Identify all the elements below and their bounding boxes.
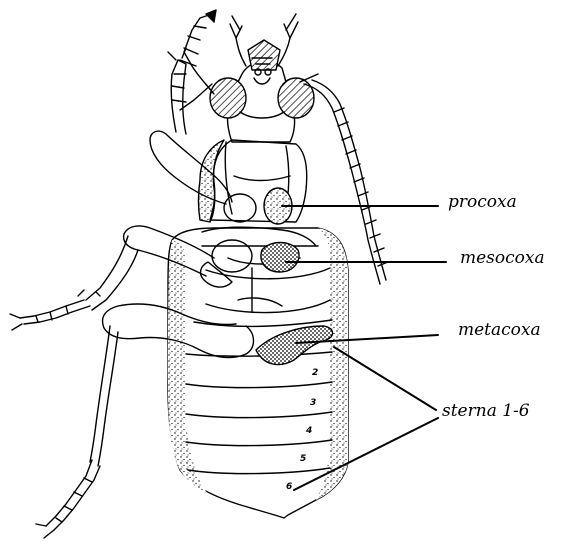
metacoxa-right: [256, 326, 333, 365]
left-front-leg: [150, 48, 232, 204]
mesocoxa-right: [261, 243, 299, 273]
sternite-number-3: 3: [310, 399, 316, 408]
sterna-leader-lower: [294, 418, 438, 490]
sterna-label: sterna 1-6: [442, 403, 530, 420]
metacoxa-label: metacoxa: [458, 322, 541, 339]
sterna-leader-upper: [334, 347, 436, 410]
sternite-number-5: 5: [300, 455, 306, 464]
sternite-number-4: 4: [306, 427, 312, 436]
procoxa-label: procoxa: [448, 194, 517, 211]
mesocoxa-label: mesocoxa: [460, 250, 545, 267]
procoxa-left: [224, 194, 256, 222]
mesocoxa-left: [212, 240, 252, 272]
left-hind-leg: [36, 304, 254, 538]
sternite-number-2: 2: [312, 369, 318, 378]
sternite-number-6: 6: [286, 483, 292, 492]
head: [210, 14, 314, 142]
